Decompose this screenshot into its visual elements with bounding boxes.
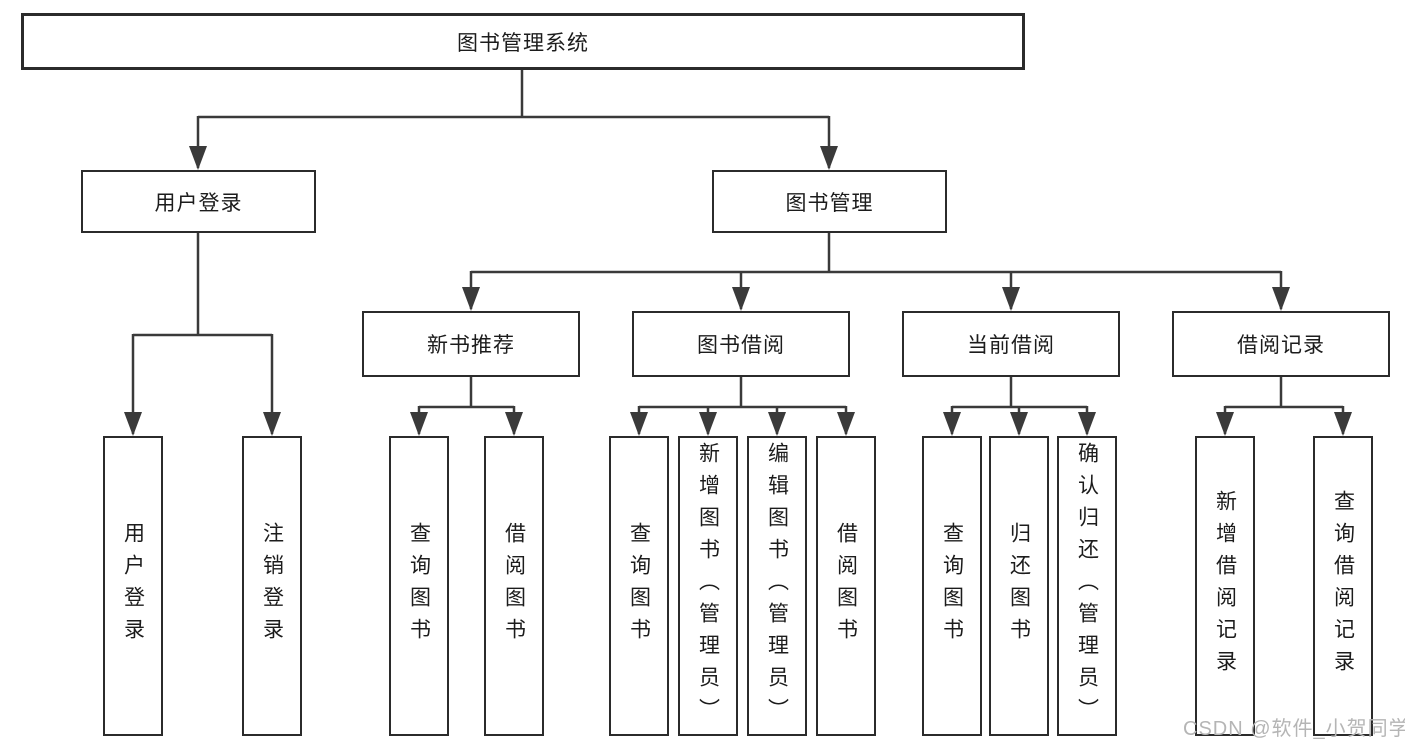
node-leaf-borrow-books-recommend: 借阅图书: [484, 436, 544, 736]
node-leaf-query-borrow-record: 查询借阅记录: [1313, 436, 1373, 736]
node-label: 用户登录: [121, 522, 145, 650]
node-label: 归还图书: [1007, 522, 1031, 650]
node-label: 确认归还（管理员）: [1075, 442, 1099, 730]
node-leaf-confirm-return-admin: 确认归还（管理员）: [1057, 436, 1117, 736]
node-label: 借阅图书: [502, 522, 526, 650]
node-label: 查询借阅记录: [1331, 490, 1355, 682]
node-leaf-query-books-recommend: 查询图书: [389, 436, 449, 736]
node-label: 查询图书: [407, 522, 431, 650]
node-leaf-query-books-current: 查询图书: [922, 436, 982, 736]
node-leaf-user-login: 用户登录: [103, 436, 163, 736]
node-leaf-edit-book-admin: 编辑图书（管理员）: [747, 436, 807, 736]
node-label: 当前借阅: [967, 334, 1055, 357]
node-library-management-system: 图书管理系统: [21, 13, 1025, 70]
node-leaf-query-books-borrow: 查询图书: [609, 436, 669, 736]
node-label: 新增借阅记录: [1213, 490, 1237, 682]
node-current-borrowing: 当前借阅: [902, 311, 1120, 377]
node-label: 图书管理: [785, 191, 874, 215]
node-leaf-borrow-books: 借阅图书: [816, 436, 876, 736]
watermark: CSDN @软件_小贺同学: [1183, 718, 1405, 740]
node-label: 图书借阅: [697, 334, 785, 357]
node-label: 查询图书: [627, 522, 651, 650]
node-user-login: 用户登录: [81, 170, 316, 233]
node-label: 借阅记录: [1237, 334, 1325, 357]
node-leaf-add-book-admin: 新增图书（管理员）: [678, 436, 738, 736]
node-book-management: 图书管理: [712, 170, 947, 233]
node-leaf-return-book: 归还图书: [989, 436, 1049, 736]
node-new-book-recommend: 新书推荐: [362, 311, 580, 377]
node-label: 编辑图书（管理员）: [765, 442, 789, 730]
node-label: 注销登录: [260, 522, 284, 650]
node-label: 借阅图书: [834, 522, 858, 650]
node-borrowing-records: 借阅记录: [1172, 311, 1390, 377]
node-label: 查询图书: [940, 522, 964, 650]
node-label: 新书推荐: [427, 334, 515, 357]
node-label: 用户登录: [154, 191, 243, 215]
node-label: 新增图书（管理员）: [696, 442, 720, 730]
node-leaf-add-borrow-record: 新增借阅记录: [1195, 436, 1255, 736]
node-label: 图书管理系统: [457, 31, 589, 55]
node-book-borrowing: 图书借阅: [632, 311, 850, 377]
node-leaf-logout: 注销登录: [242, 436, 302, 736]
